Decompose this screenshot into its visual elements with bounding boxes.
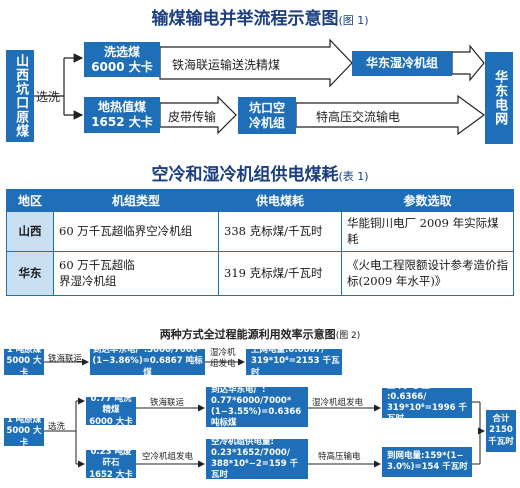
fig2-title-text: 两种方式全过程能源利用效率示意图 xyxy=(159,328,336,341)
fig1-grid-box: 华东电网 xyxy=(485,52,513,144)
fig2-r2-source-box: 1 吨原煤 5000 大卡 xyxy=(4,415,44,448)
table-row: 山西 60 万千瓦超临界空冷机组 338 克标煤/千瓦时 华能铜川电厂 2009… xyxy=(6,211,514,252)
fig1-source-text: 山西坑口原煤 xyxy=(13,54,29,138)
table-row: 华东 60 万千瓦超临 界湿冷机组 319 克标煤/千瓦时 《火电工程限额设计参… xyxy=(6,251,514,296)
fig2-r2-unit-label: 湿冷机组发电 xyxy=(312,398,364,408)
coal-consumption-table: 地区 机组类型 供电煤耗 参数选取 山西 60 万千瓦超临界空冷机组 338 克… xyxy=(6,189,514,296)
fig1-split-label: 选洗 xyxy=(36,90,61,104)
table-cell: 338 克标煤/千瓦时 xyxy=(218,211,342,252)
fig2-r2-uhv-label: 特高压输电 xyxy=(318,452,361,462)
fig2-title: 两种方式全过程能源利用效率示意图(图 2) xyxy=(60,326,460,342)
fig1-title-text: 输煤输电并举流程示意图 xyxy=(151,9,339,29)
table1-title-note: (表 1) xyxy=(338,170,369,183)
table-cell: 319 克标煤/千瓦时 xyxy=(218,251,342,296)
table-cell: 60 万千瓦超临 界湿冷机组 xyxy=(53,251,219,296)
table1-title: 空冷和湿冷机组供电煤耗(表 1) xyxy=(60,160,460,185)
fig2-r2-power-box: 上 网 电 量 :0.6366/ 319*10⁶=1996 千瓦时 xyxy=(382,381,472,424)
fig1-title-note: (图 1) xyxy=(338,14,369,27)
fig1-belt-label: 皮带传输 xyxy=(168,110,217,124)
table-cell: 60 万千瓦超临界空冷机组 xyxy=(53,211,219,252)
fig2-total-box: 合计 2150 千瓦时 xyxy=(486,410,516,452)
table-header-row: 地区 机组类型 供电煤耗 参数选取 xyxy=(6,189,514,212)
fig1-low-cal-box: 地热值煤 1652 大卡 xyxy=(84,97,160,133)
fig1-title: 输煤输电并举流程示意图(图 1) xyxy=(60,4,460,29)
fig2-r1-unit-label: 湿冷机 组发电 xyxy=(210,348,236,370)
fig1-belt-arrow xyxy=(159,95,237,135)
fig1-east-unit-box: 华东湿冷机组 xyxy=(352,51,452,76)
fig2-r1-power-box: 上网电量:0.6867/ 319*10⁶=2153 千瓦时 xyxy=(246,345,342,378)
table-header: 机组类型 xyxy=(53,189,219,212)
fig2-r1-arrive-box: 到达华东电厂:5000/7000* (1−3.86%)=0.6867 吨标煤 xyxy=(90,345,205,378)
table1-title-text: 空冷和湿冷机组供电煤耗 xyxy=(151,165,339,185)
fig2-r1-rail-label: 铁海联运 xyxy=(48,354,83,364)
fig1-rail-label: 铁海联运输送洗精煤 xyxy=(172,58,281,72)
fig2-r2-rail-label: 铁海联运 xyxy=(150,398,185,408)
fig2-r2-supply-box: 空冷机组供电量: 0.23*1652/7000/ 388*10⁶−2=159 千… xyxy=(206,437,308,480)
fig2-r2-low-box: 0.23 吨废矸石 1652 大卡 xyxy=(86,447,136,480)
fig1-grid-text: 华东电网 xyxy=(492,70,508,126)
table-cell: 山西 xyxy=(6,211,54,252)
fig1-rail-arrow xyxy=(159,38,353,88)
fig2-arrows xyxy=(44,358,485,468)
fig1-mine-unit-box: 坑口空 冷机组 xyxy=(238,97,296,134)
fig2-r2-washed-box: 0.77 吨洗精煤 6000 大卡 xyxy=(86,394,136,427)
table-header: 参数选取 xyxy=(341,189,514,212)
fig1-uhv-arrow xyxy=(295,94,486,136)
fig2-r2-net-box: 到网电量:159*(1− 3.0%)=154 千瓦时 xyxy=(382,447,472,477)
table-header: 供电煤耗 xyxy=(218,189,342,212)
fig2-title-note: (图 2) xyxy=(335,331,361,341)
table-cell: 华东 xyxy=(6,251,54,296)
fig2-r1-source-box: 1 吨原煤 5000 大卡 xyxy=(4,345,44,378)
fig2-r2-aircool-label: 空冷机组发电 xyxy=(142,452,194,462)
table-header: 地区 xyxy=(6,189,54,212)
table-cell: 华能铜川电厂 2009 年实际煤耗 xyxy=(341,211,514,252)
table-cell: 《火电工程限额设计参考造价指标(2009 年水平)》 xyxy=(341,251,514,296)
fig1-arrows xyxy=(34,38,486,136)
fig1-uhv-label: 特高压交流输电 xyxy=(316,110,401,124)
fig1-washed-box: 洗选煤 6000 大卡 xyxy=(84,42,160,77)
fig1-east-arrow xyxy=(451,44,485,82)
fig2-r2-arrive-box: 到达华东电厂: 0.77*6000/7000* (1−3.55%)=0.6366… xyxy=(206,385,308,428)
fig1-source-box: 山西坑口原煤 xyxy=(6,50,34,142)
fig2-r2-wash-label: 选洗 xyxy=(48,422,66,432)
